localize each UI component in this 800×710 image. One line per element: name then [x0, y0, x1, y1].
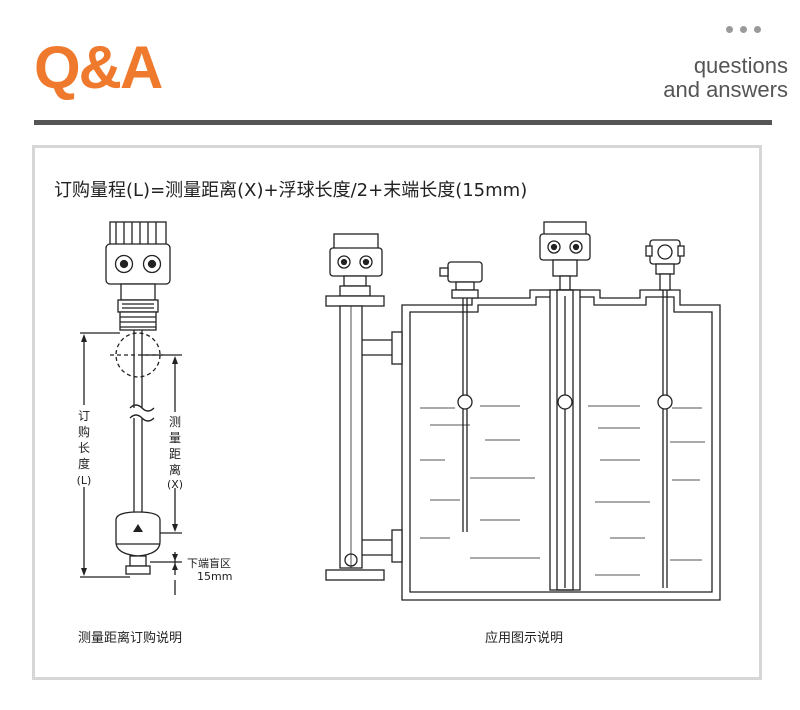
application-caption: 应用图示说明 [485, 631, 564, 646]
svg-text:距: 距 [169, 447, 181, 461]
float-level-sensor-1 [439, 261, 483, 532]
measure-distance-dimension [142, 354, 182, 534]
blind-zone-label: 下端盲区 15mm [187, 556, 232, 583]
subtitle-line-2: and answers [663, 77, 788, 102]
bypass-chamber [325, 233, 403, 581]
svg-text:测: 测 [169, 415, 181, 429]
probe-rod [129, 330, 155, 512]
blind-zone-dimension [150, 552, 182, 595]
svg-text:购: 购 [78, 424, 90, 439]
formula-text: 订购量程(L)=测量距离(X)+浮球长度/2+末端长度(15mm) [54, 180, 528, 201]
svg-text:度: 度 [78, 456, 90, 471]
order-length-label: 订 购 长 度 (L) [77, 409, 92, 487]
transmitter-head [105, 221, 171, 331]
svg-text:(X): (X) [167, 478, 183, 491]
svg-text:长: 长 [78, 441, 90, 455]
more-dots-icon [726, 26, 761, 33]
svg-text:订: 订 [78, 409, 90, 423]
order-length-dimension [80, 332, 130, 578]
measure-distance-label: 测 量 距 离 (X) [167, 415, 183, 491]
subtitle-line-1: questions [693, 53, 788, 78]
float-level-sensor-2 [539, 221, 591, 591]
content-frame [32, 145, 762, 680]
svg-text:15mm: 15mm [197, 570, 232, 583]
svg-text:离: 离 [169, 462, 181, 477]
bottom-float [115, 511, 161, 575]
svg-text:量: 量 [169, 431, 181, 445]
svg-text:下端盲区: 下端盲区 [187, 556, 231, 570]
liquid-surface [420, 405, 705, 576]
svg-text:(L): (L) [77, 474, 92, 487]
float-level-sensor-3 [645, 239, 685, 588]
ordering-caption: 测量距离订购说明 [78, 631, 183, 646]
qa-logo: Q&A [34, 34, 163, 101]
header-subtitle: questions and answers [663, 54, 788, 102]
header-divider [34, 120, 772, 125]
